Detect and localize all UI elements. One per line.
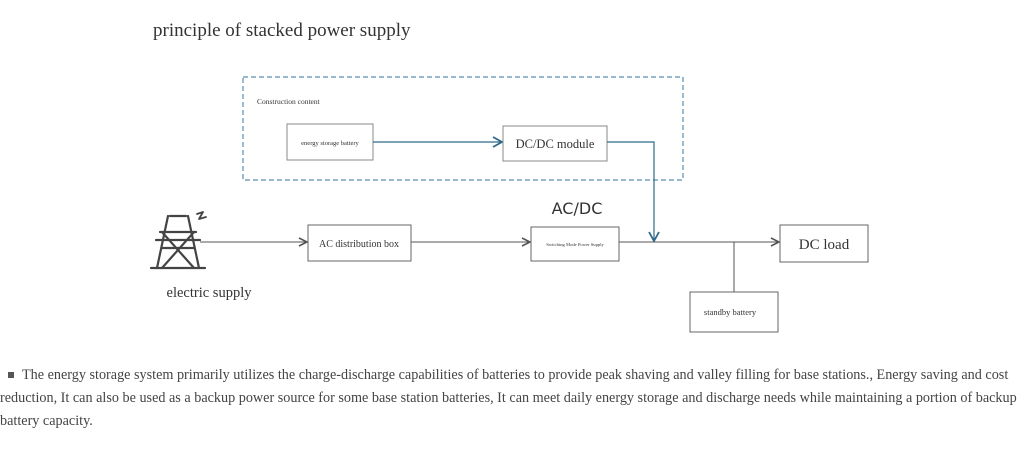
bullet-icon [8,371,14,378]
construction-region [242,76,684,181]
energy-storage-battery-box [286,123,374,161]
power-tower-icon [149,211,207,270]
switching-mode-power-supply-label: Switching Mode Power Supply [546,242,604,247]
dcdc-module-label: DC/DC module [516,137,595,151]
description-text: The energy storage system primarily util… [0,367,1017,429]
switching-mode-power-supply-box [530,226,620,262]
ac-distribution-box [307,224,412,262]
page-title: principle of stacked power supply [153,20,411,41]
power-supply-diagram: Construction content energy storage batt… [149,76,869,333]
dcdc-module-box [502,125,608,162]
dc-load-box [779,224,869,263]
standby-battery-label: standby battery [704,307,757,317]
energy-storage-battery-label: energy storage battery [301,140,359,147]
acdc-label: AC/DC [552,199,603,218]
connector-dcdc-bus [607,141,660,243]
construction-label: Construction content [257,97,321,106]
dc-load-label: DC load [799,237,850,253]
description-paragraph: The energy storage system primarily util… [0,364,1020,433]
standby-battery-box [689,291,779,333]
electric-supply-label: electric supply [167,285,253,301]
ac-distribution-box-label: AC distribution box [319,239,399,250]
